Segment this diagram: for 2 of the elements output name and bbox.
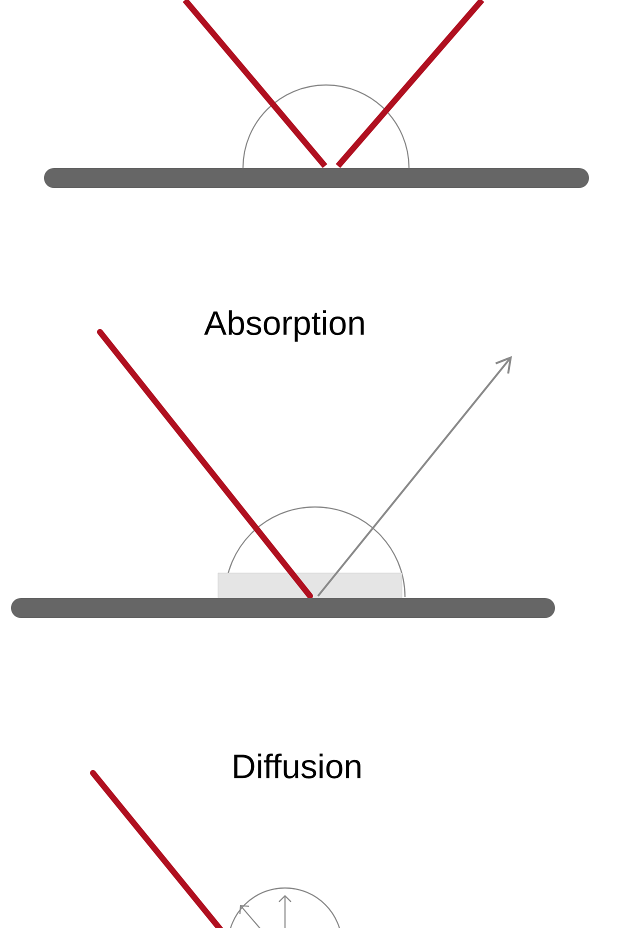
panel-title: Diffusion xyxy=(234,754,360,778)
panel-title: Absorption xyxy=(204,310,364,342)
